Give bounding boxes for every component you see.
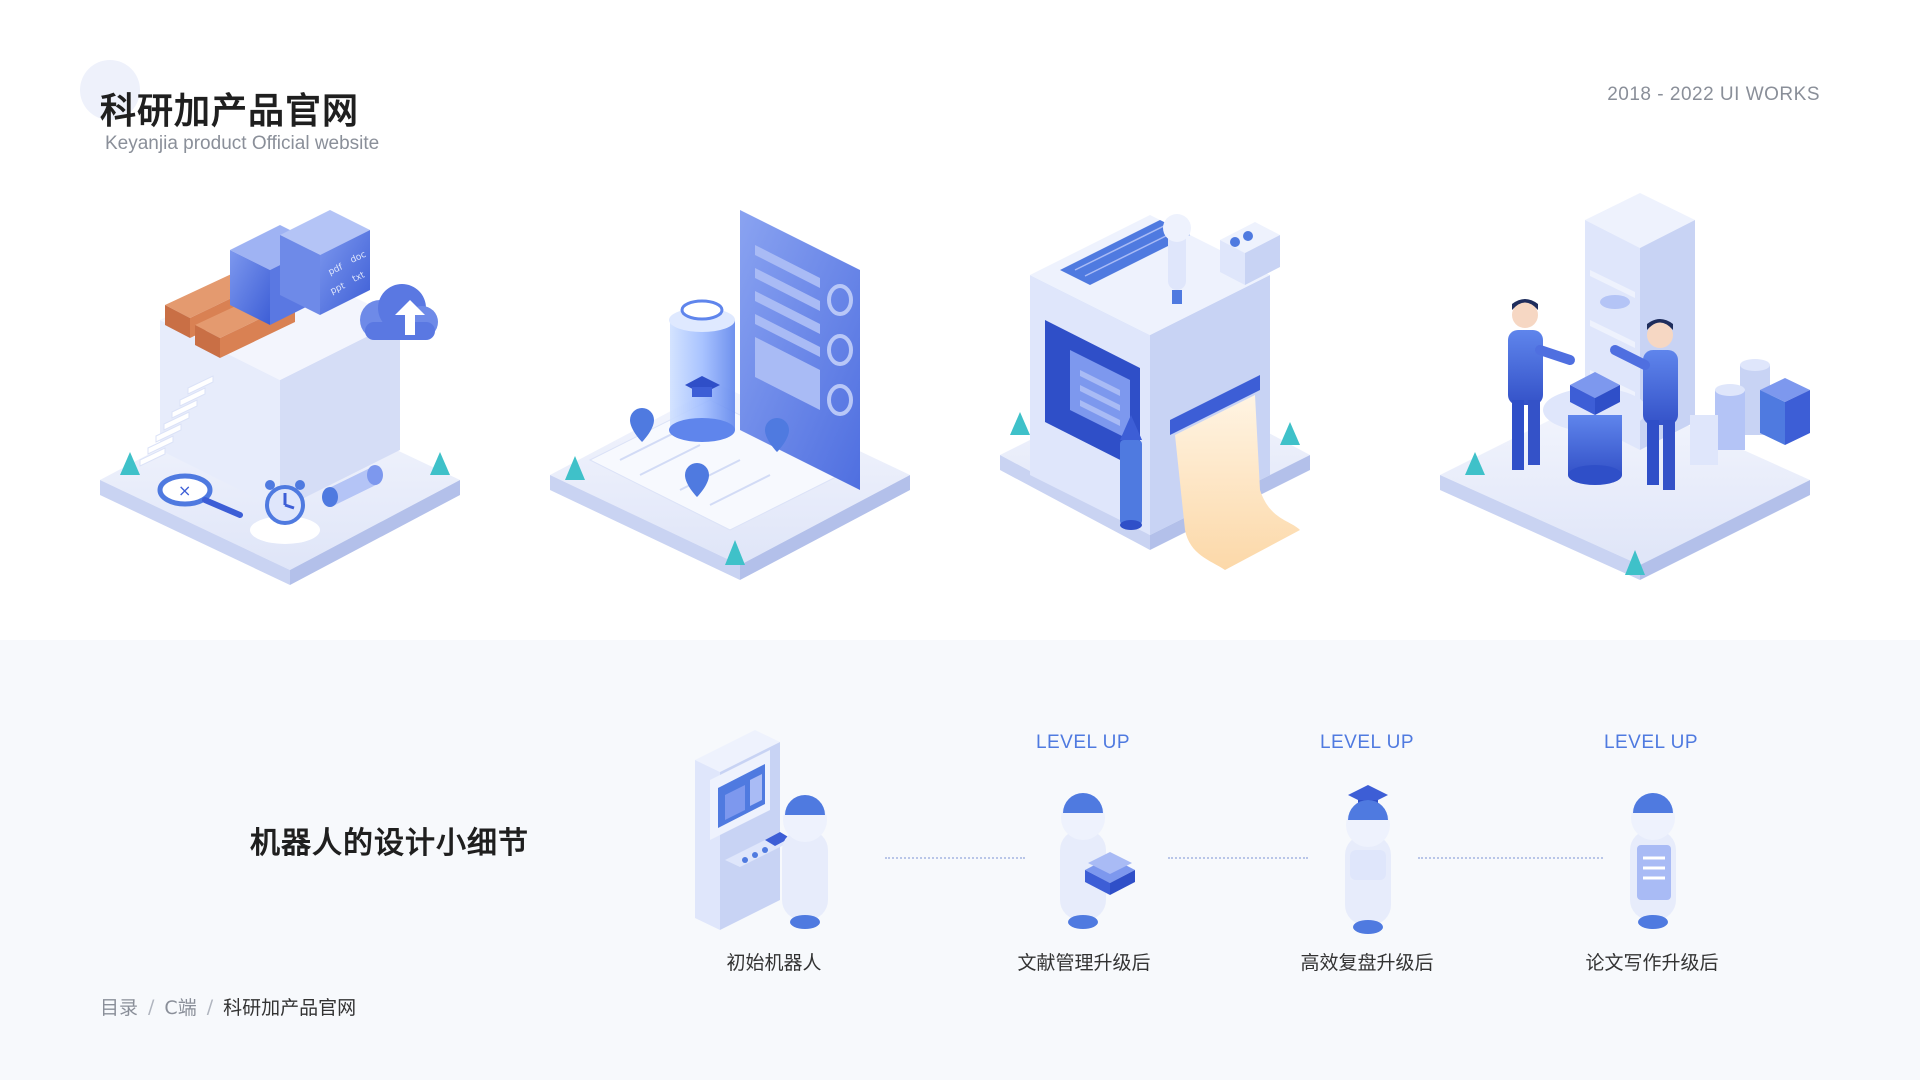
breadcrumb: 目录 / C端 / 科研加产品官网 (100, 993, 356, 1020)
robot-stage-literature (985, 700, 1185, 960)
teal-cone-right (430, 452, 450, 475)
robot-section-title: 机器人的设计小细节 (250, 826, 529, 861)
illustration-row: pdf doc ppt txt × (0, 190, 1920, 610)
review-robot-svg (1345, 785, 1391, 934)
level-up-label-2: LEVEL UP (1319, 732, 1415, 753)
file-storage-svg: pdf doc ppt txt × (100, 210, 460, 585)
robot-stage-label-literature: 文献管理升级后 (1017, 952, 1151, 974)
svg-text:×: × (178, 481, 191, 500)
document-stack-icon (1085, 852, 1135, 895)
initial-robot-svg (695, 730, 828, 930)
level-up-label-1: LEVEL UP (1035, 732, 1131, 753)
pencil-icon (1120, 415, 1142, 530)
connector-dots-3 (1418, 857, 1603, 859)
person-right-icon (1610, 319, 1678, 490)
year-works-label: 2018 - 2022 UI WORKS (1607, 84, 1820, 105)
base-left (100, 480, 290, 585)
magnifier-icon: × (157, 473, 243, 518)
robot-stage-label-initial: 初始机器人 (726, 952, 822, 974)
robot-section: 机器人的设计小细节 (0, 640, 1920, 1080)
robot-stage-label-review: 高效复盘升级后 (1300, 952, 1434, 974)
robot-stage-label-writing: 论文写作升级后 (1585, 952, 1719, 974)
title-decoration-circle (80, 60, 140, 120)
person-left-icon (1508, 299, 1575, 470)
breadcrumb-separator: / (148, 995, 155, 1018)
map-document-illustration (530, 190, 930, 610)
graduation-cap-cylinder (669, 299, 735, 442)
page-subtitle: Keyanjia product Official website (105, 133, 380, 154)
breadcrumb-separator: / (206, 995, 214, 1018)
map-document-svg (550, 210, 910, 580)
robot-stage-review (1270, 700, 1470, 960)
printer-machine-illustration (990, 190, 1390, 610)
robot-stage-writing (1555, 700, 1755, 960)
teal-cone-left (120, 452, 140, 475)
connector-dots-2 (1168, 857, 1308, 859)
alarm-clock-icon (250, 480, 320, 544)
writing-robot-svg (1630, 793, 1676, 929)
base-right (290, 480, 460, 585)
battery-icon (322, 465, 383, 507)
robot-stage-initial (680, 700, 880, 960)
file-storage-illustration: pdf doc ppt txt × (80, 190, 480, 610)
connector-dots-1 (885, 857, 1025, 859)
breadcrumb-item-catalog[interactable]: 目录 (100, 997, 139, 1019)
breadcrumb-item-c-side[interactable]: C端 (164, 997, 197, 1019)
handshake-svg (1440, 193, 1810, 580)
doc-label-txt: txt (351, 270, 367, 284)
map-pin-icons (630, 408, 789, 497)
handshake-illustration (1440, 190, 1840, 610)
document-panel-icon (1637, 845, 1671, 900)
level-up-label-3: LEVEL UP (1603, 732, 1699, 753)
page-title: 科研加产品官网 (100, 91, 360, 132)
page-header: 科研加产品官网 Keyanjia product Official websit… (0, 0, 1920, 180)
cloud-upload-icon (360, 284, 438, 340)
literature-robot-svg (1060, 793, 1135, 929)
printer-machine-svg (1000, 214, 1310, 570)
breadcrumb-current: 科研加产品官网 (223, 997, 357, 1019)
